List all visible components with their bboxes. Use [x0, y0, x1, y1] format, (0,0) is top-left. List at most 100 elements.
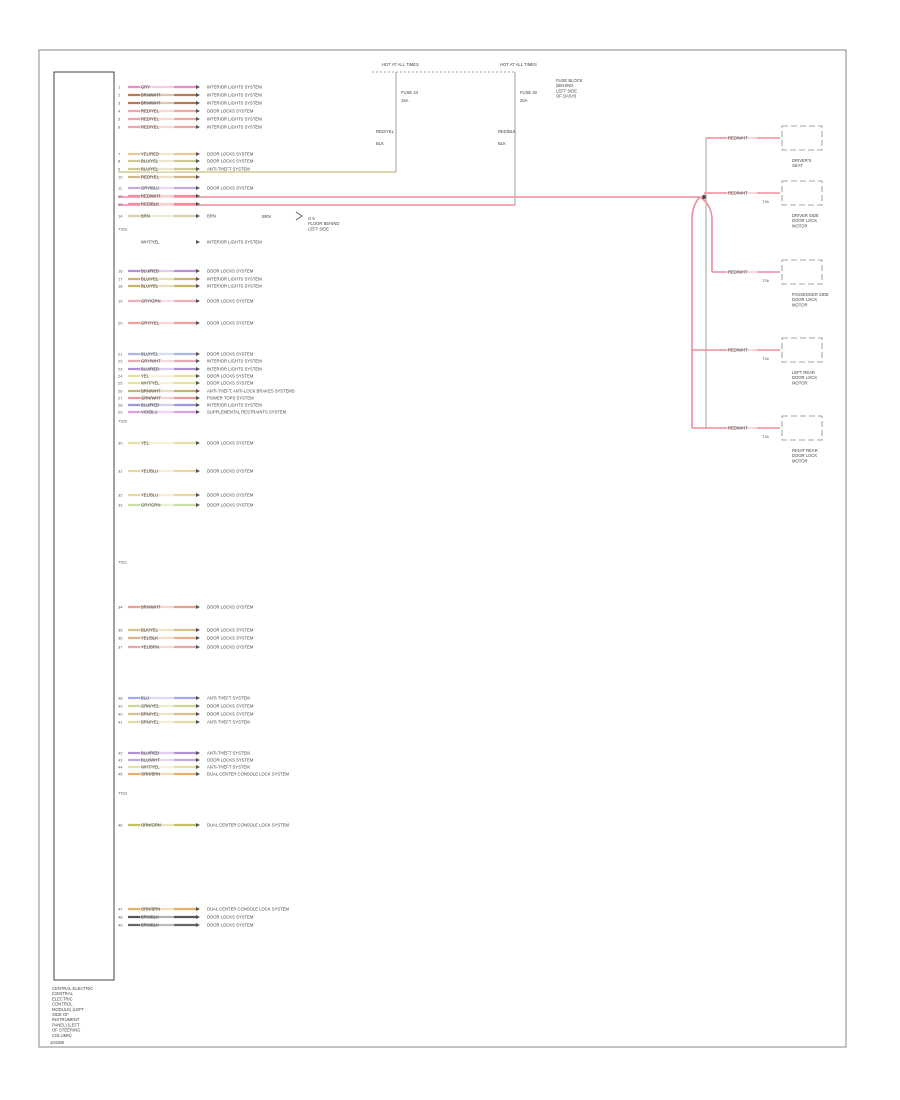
- fuse-40-rating: 20A: [520, 98, 528, 103]
- arrow-icon: [196, 503, 200, 507]
- arrow-icon: [196, 117, 200, 121]
- wire-label-bg: [140, 298, 174, 304]
- pin-number: 43: [118, 758, 123, 763]
- arrow-icon: [196, 765, 200, 769]
- wire-color-label: RED/YEL: [141, 175, 160, 180]
- pin-number: 41: [118, 720, 123, 725]
- pin-number: 23: [118, 367, 123, 372]
- pin-number: 39: [118, 704, 123, 709]
- arrow-icon: [196, 720, 200, 724]
- pin-number: 2: [118, 93, 121, 98]
- wire-label-bg: [727, 135, 757, 141]
- arrow-icon: [196, 109, 200, 113]
- wire-color-label: BLK/YEL: [141, 628, 159, 633]
- pin-number: 14: [118, 214, 123, 219]
- destination-label: POWER TOPS SYSTEM: [207, 396, 254, 401]
- arrow-icon: [196, 915, 200, 919]
- fuse-40-wire: RED/BLK: [498, 129, 516, 134]
- wire-label-bg: [140, 108, 174, 114]
- destination-label: DOOR LOCKS SYSTEM: [207, 469, 254, 474]
- component-label: DOOR LOCK: [792, 297, 817, 302]
- component-label: MOTOR: [792, 380, 808, 385]
- pin-number: 25: [118, 381, 123, 386]
- fuse-24-wire2: BLK: [376, 141, 384, 146]
- pin-number: 24: [118, 374, 123, 379]
- destination-label: DOOR LOCKS SYSTEM: [207, 915, 254, 920]
- component-label: DOOR LOCK: [792, 453, 817, 458]
- pin-number: 28: [118, 403, 123, 408]
- arrow-icon: [196, 469, 200, 473]
- pin-ref: T52a: [118, 227, 128, 232]
- wire-color-label: RED/WHT: [728, 136, 748, 141]
- pin-number: 36: [118, 636, 123, 641]
- fuse-40-feed: HOT AT ALL TIMES: [500, 62, 537, 67]
- arrow-icon: [196, 352, 200, 356]
- wire-label-bg: [140, 402, 174, 408]
- destination-label: DOOR LOCKS SYSTEM: [207, 636, 254, 641]
- arrow-icon: [196, 194, 200, 198]
- wire-color-label: YEL: [141, 441, 150, 446]
- module-label-line: CENTRAL ELECTRIC: [52, 986, 93, 991]
- arrow-icon: [196, 277, 200, 281]
- arrow-icon: [196, 321, 200, 325]
- pin-ref: T52d: [118, 791, 127, 796]
- destination-label: DOOR LOCKS SYSTEM: [207, 712, 254, 717]
- pin-number: 44: [118, 765, 123, 770]
- wire-label-bg: [140, 468, 174, 474]
- wire-label-bg: [140, 922, 174, 928]
- pin-number: 20: [118, 321, 123, 326]
- fuse-24-rating: 15A: [401, 98, 409, 103]
- pin-number: 5: [118, 117, 121, 122]
- pin-number: 12: [118, 194, 123, 199]
- wire-color-label: GRY/GRN: [141, 299, 160, 304]
- pin-number: 33: [118, 503, 123, 508]
- destination-label: INTERIOR LIGHTS SYSTEM: [207, 367, 262, 372]
- red-branch: [699, 196, 713, 272]
- pin-number: 1: [118, 85, 121, 90]
- component-box: [781, 180, 823, 206]
- component-box: [781, 337, 823, 363]
- ground-text-line: FLOOR BEHIND: [308, 221, 339, 226]
- wire-label-bg: [140, 764, 174, 770]
- pin-number: 49: [118, 923, 123, 928]
- wire-label-bg: [140, 604, 174, 610]
- module-label-line: INSTRUMENT: [52, 1017, 80, 1022]
- wire-label-bg: [140, 158, 174, 164]
- wire-label-bg: [140, 906, 174, 912]
- wire-label-bg: [140, 492, 174, 498]
- red-branch: [691, 196, 701, 428]
- fuse-box-label-line: OF DASH): [556, 94, 577, 99]
- wire-color-label: RED/BLK: [141, 202, 159, 207]
- arrow-icon: [196, 240, 200, 244]
- wire-label-bg: [140, 351, 174, 357]
- pin-number: 4: [118, 109, 121, 114]
- destination-label: DOOR LOCKS SYSTEM: [207, 758, 254, 763]
- destination-label: INTERIOR LIGHTS SYSTEM: [207, 284, 262, 289]
- wire-color-label: ORN/BRN: [141, 772, 160, 777]
- wire-label-bg: [140, 695, 174, 701]
- component-label: DOOR LOCK: [792, 218, 817, 223]
- pin-number: 31: [118, 469, 123, 474]
- arrow-icon: [196, 284, 200, 288]
- pin-number: 6: [118, 125, 121, 130]
- component-label: DRIVER'S: [792, 158, 812, 163]
- wire-label-bg: [140, 185, 174, 191]
- pin-number: 26: [118, 389, 123, 394]
